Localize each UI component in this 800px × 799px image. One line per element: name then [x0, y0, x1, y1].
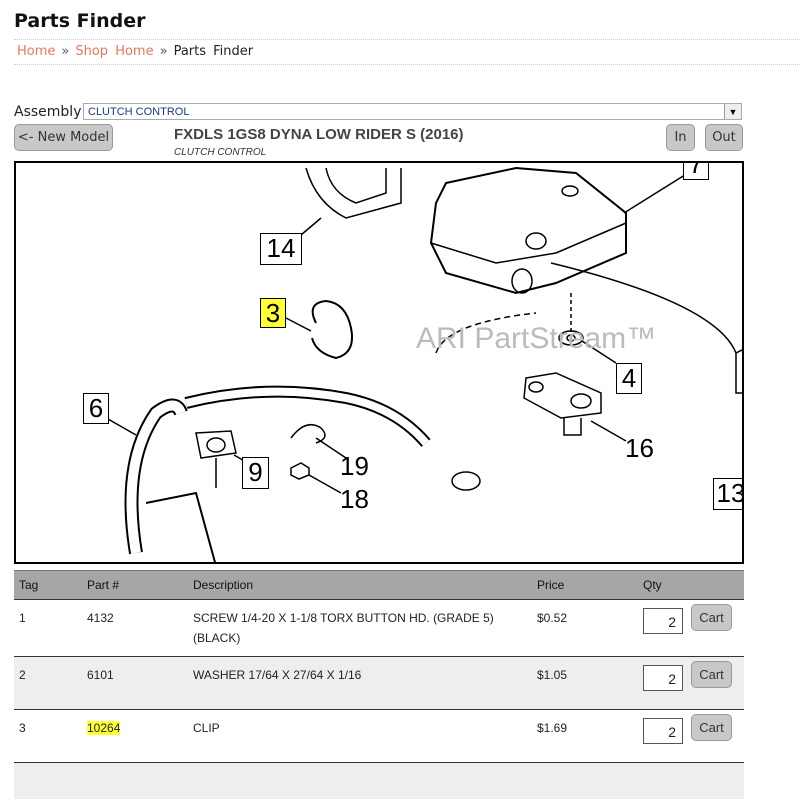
partial-row-cell: [14, 763, 744, 799]
quantity-input[interactable]: 2: [643, 608, 683, 634]
callout-19[interactable]: 19: [340, 451, 369, 481]
quantity-input[interactable]: 2: [643, 665, 683, 691]
col-qty: Qty: [638, 571, 744, 600]
col-description: Description: [188, 571, 532, 600]
description: SCREW 1/4-20 X 1-1/8 TORX BUTTON HD. (GR…: [188, 600, 532, 657]
callout-9[interactable]: 9: [242, 457, 269, 489]
breadcrumb: Home » Shop Home » Parts Finder: [17, 44, 253, 59]
chevron-down-icon[interactable]: ▼: [724, 104, 741, 119]
parts-table: Tag Part # Description Price Qty 1 4132 …: [14, 570, 744, 799]
divider: [14, 64, 800, 65]
table-row: 1 4132 SCREW 1/4-20 X 1-1/8 TORX BUTTON …: [14, 600, 744, 657]
table-row-partial: [14, 763, 744, 799]
assembly-select[interactable]: CLUTCH CONTROL ▼: [83, 103, 742, 120]
page-title: Parts Finder: [14, 10, 146, 32]
model-title: FXDLS 1GS8 DYNA LOW RIDER S (2016): [174, 126, 464, 143]
qty-cell: 2 Cart: [638, 600, 744, 657]
zoom-in-button[interactable]: In: [666, 124, 695, 151]
watermark: ARI PartStream™: [416, 323, 656, 355]
breadcrumb-home[interactable]: Home: [17, 44, 55, 59]
col-tag: Tag: [14, 571, 82, 600]
table-header: Tag Part # Description Price Qty: [14, 571, 744, 600]
col-price: Price: [532, 571, 638, 600]
breadcrumb-shop-home[interactable]: Shop Home: [75, 44, 153, 59]
callout-14[interactable]: 14: [260, 233, 302, 265]
part-number: 6101: [82, 657, 188, 710]
zoom-out-button[interactable]: Out: [705, 124, 743, 151]
breadcrumb-current: Parts Finder: [174, 44, 254, 59]
cart-button[interactable]: Cart: [691, 661, 732, 688]
tag: 1: [14, 600, 82, 657]
assembly-label: Assembly: [14, 104, 81, 120]
callout-13[interactable]: 13: [713, 478, 744, 510]
part-number: 4132: [82, 600, 188, 657]
divider: [14, 39, 800, 40]
callout-6[interactable]: 6: [83, 393, 109, 424]
breadcrumb-separator: »: [61, 44, 69, 59]
parts-diagram[interactable]: ARI PartStream™ 14 3 6 9 19 18 16 4 13 7: [14, 161, 744, 564]
new-model-button[interactable]: <- New Model: [14, 124, 113, 151]
tag: 2: [14, 657, 82, 710]
breadcrumb-separator: »: [160, 44, 168, 59]
price: $0.52: [532, 600, 638, 657]
assembly-selected: CLUTCH CONTROL: [88, 106, 189, 118]
callout-3[interactable]: 3: [260, 298, 286, 328]
col-part: Part #: [82, 571, 188, 600]
table-row: 2 6101 WASHER 17/64 X 27/64 X 1/16 $1.05…: [14, 657, 744, 710]
cart-button[interactable]: Cart: [691, 714, 732, 741]
callout-4[interactable]: 4: [616, 363, 642, 394]
price: $1.05: [532, 657, 638, 710]
callout-16[interactable]: 16: [625, 433, 654, 463]
model-subtitle: CLUTCH CONTROL: [174, 147, 266, 158]
quantity-input[interactable]: 2: [643, 718, 683, 744]
cart-button[interactable]: Cart: [691, 604, 732, 631]
callout-7[interactable]: 7: [683, 161, 709, 180]
description: WASHER 17/64 X 27/64 X 1/16: [188, 657, 532, 710]
callout-18[interactable]: 18: [340, 484, 369, 514]
part-number: 10264: [87, 721, 120, 735]
qty-cell: 2 Cart: [638, 657, 744, 710]
